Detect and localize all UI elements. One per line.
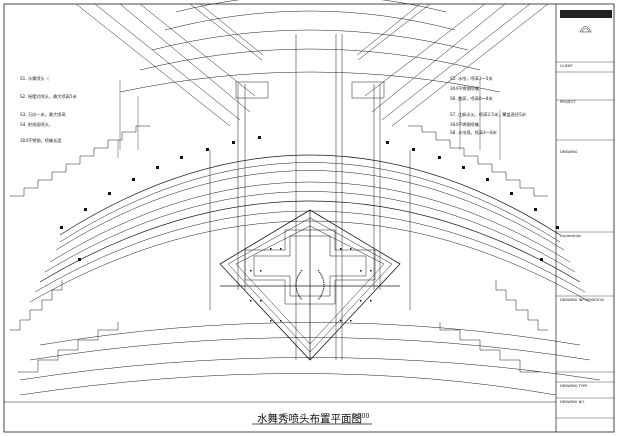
title-block-header [560, 10, 612, 18]
sheet-border [3, 3, 615, 433]
center-jets [250, 248, 372, 322]
pump-box-right [351, 81, 385, 99]
client-label: CLIENT [560, 64, 573, 68]
terrace-right [408, 125, 548, 197]
legend-left-line-2: S2. 摇摆式喷头，最大喷高5米 [20, 94, 77, 99]
upper-arcs [119, 0, 501, 93]
drawing-type-label: DRAWING TYPE [560, 384, 588, 388]
title-block-lines [556, 61, 614, 419]
legend-right-line-4: S7. 江枫水火，喷高3.5米，覆盖直径5米 [450, 112, 526, 117]
legend-left-line-5: 304不锈钢，喷嘴长度 [20, 138, 62, 143]
left-diagonal-paths [75, 3, 264, 127]
legend-right-line-6: S8. 水帘屏，喷高4～8米 [450, 130, 497, 135]
drawing-title: 水舞秀喷头布置平面图 [257, 413, 362, 425]
project-label: PROJECT [560, 100, 576, 104]
drawing-no-label: DRAWING NO. [560, 400, 586, 404]
legend-right-line-2: 304不锈钢喷嘴 [450, 86, 479, 91]
terrace-left [10, 125, 150, 197]
legend-left-line-3: S3. 万向一米，最大喷高 [20, 112, 66, 117]
legend-right-line-1: S5. 水帘，喷高3～5米 [450, 76, 493, 81]
right-diagonal-paths [356, 3, 549, 127]
legend-left-line-1: S1. 水雾喷头（ [20, 76, 49, 81]
explanation-label: Explanation [560, 234, 582, 238]
drawing-scale: 1:200 [352, 413, 370, 420]
supply-pipes [209, 34, 411, 360]
drawing-label: DRAWING [560, 150, 578, 154]
ring-jets [295, 269, 303, 301]
pump-box-left [235, 81, 269, 99]
legend-right-line-3: S6. 跑泉，喷高0～8米 [450, 96, 493, 101]
seal-logo [579, 26, 592, 33]
drawing-information-label: DRAWING INFORMATION [560, 298, 604, 302]
legend-right-line-5: 304不锈钢喷嘴 [450, 122, 479, 127]
leader-lines [117, 80, 501, 160]
nozzle-squares [60, 136, 559, 261]
legend-left-line-4: S4. 射线面喷头， [20, 122, 54, 127]
